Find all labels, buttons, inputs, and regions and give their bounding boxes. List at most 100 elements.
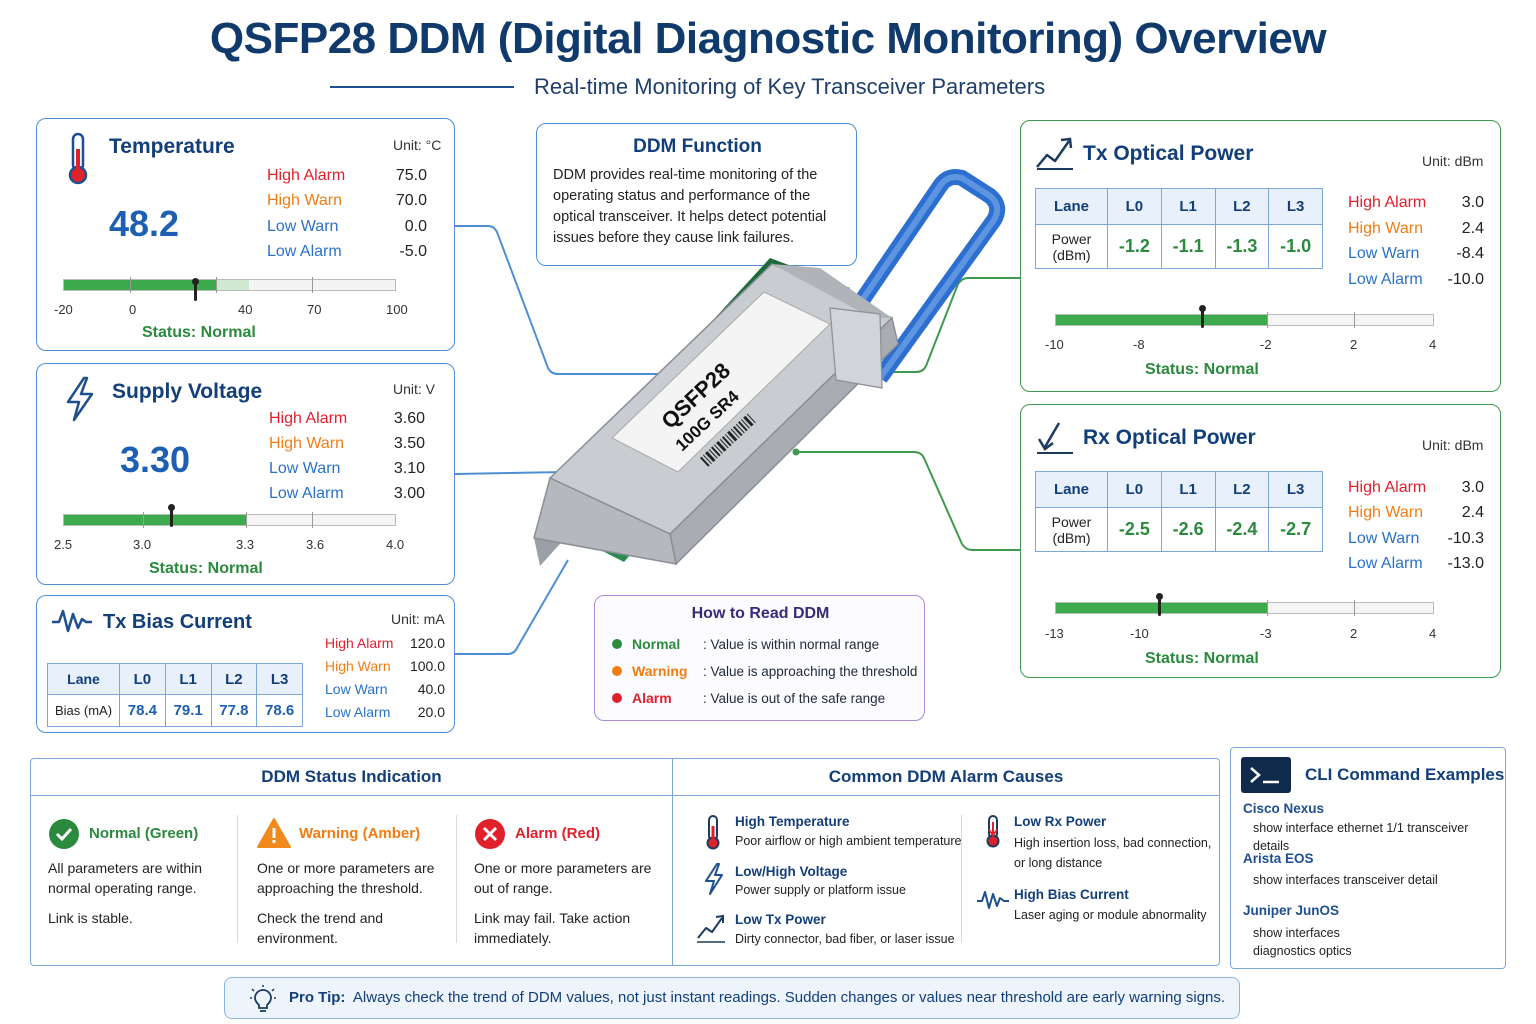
rx-power-table: Lane L0 L1 L2 L3 Power (dBm) -2.5 -2.6 -… — [1035, 471, 1323, 552]
status-indication-title: DDM Status Indication — [261, 767, 442, 786]
voltage-unit: Unit: V — [393, 381, 436, 397]
lightning-icon — [705, 863, 723, 895]
lane-value: -1.2 — [1107, 224, 1162, 269]
table-header: L0 — [1107, 188, 1162, 225]
legend-label: Warning — [632, 663, 688, 679]
lane-value: -1.1 — [1160, 224, 1216, 269]
threshold-value: 100.0 — [409, 658, 445, 674]
page-subtitle: Real-time Monitoring of Key Transceiver … — [534, 74, 1046, 99]
threshold-label: High Alarm — [1348, 194, 1427, 211]
threshold-label: Low Warn — [1348, 245, 1420, 262]
threshold-label: High Warn — [1348, 220, 1423, 237]
cause-title: Low Rx Power — [1014, 814, 1107, 829]
tx-power-status: Status: Normal — [1145, 361, 1259, 378]
voltage-gauge — [63, 512, 396, 528]
pro-tip-text: Pro Tip: Always check the trend of DDM v… — [289, 989, 1225, 1006]
threshold-value: -10.0 — [1447, 271, 1484, 288]
thermometer-icon — [706, 815, 720, 850]
cli-vendor: Cisco Nexus — [1243, 801, 1325, 816]
pro-tip-label: Pro Tip: — [289, 989, 346, 1006]
voltage-status: Status: Normal — [149, 560, 263, 577]
scale-label: 40 — [238, 302, 253, 317]
threshold-value: 40.0 — [417, 681, 445, 697]
rx-power-title: Rx Optical Power — [1083, 426, 1256, 449]
pro-tip-banner: Pro Tip: Always check the trend of DDM v… — [224, 977, 1240, 1019]
lightbulb-icon — [250, 985, 276, 1012]
page-title: QSFP28 DDM (Digital Diagnostic Monitorin… — [209, 14, 1327, 63]
scale-label: 2 — [1350, 337, 1358, 352]
alarm-dot-icon — [612, 693, 622, 703]
lane-value: -2.6 — [1160, 507, 1216, 552]
threshold-label: High Alarm — [267, 167, 346, 184]
threshold-label: Low Alarm — [1348, 555, 1423, 572]
rx-power-card: Rx Optical Power Unit: dBm Lane L0 L1 L2… — [1020, 404, 1501, 678]
threshold-value: -5.0 — [399, 243, 427, 260]
barcode-icon — [700, 413, 756, 467]
x-circle-icon — [475, 819, 505, 849]
lightning-icon — [66, 376, 94, 422]
waveform-icon — [977, 891, 1009, 909]
threshold-value: 3.0 — [1461, 479, 1484, 496]
legend-desc: : Value is within normal range — [703, 637, 880, 652]
scale-label: -2 — [1260, 337, 1272, 352]
lane-value: -1.0 — [1268, 224, 1323, 269]
threshold-value: 3.50 — [393, 435, 425, 452]
check-circle-icon — [49, 819, 79, 849]
cause-desc: Power supply or platform issue — [735, 883, 906, 897]
lane-value: -2.4 — [1214, 507, 1270, 552]
threshold-value: 75.0 — [395, 167, 427, 184]
temperature-value: 48.2 — [109, 203, 180, 244]
scale-label: -13 — [1045, 626, 1064, 641]
bias-title: Tx Bias Current — [103, 611, 252, 633]
cli-title: CLI Command Examples — [1305, 765, 1505, 784]
status-normal-text2: Link is stable. — [48, 910, 133, 926]
tx-power-card: Tx Optical Power Unit: dBm Lane L0 L1 L2… — [1020, 120, 1501, 392]
scale-label: 2.5 — [54, 537, 73, 552]
waveform-icon — [52, 609, 92, 633]
status-alarm-text: One or more parameters are out of range. — [474, 860, 652, 896]
how-to-read-title: How to Read DDM — [691, 605, 830, 622]
temperature-needle — [192, 278, 199, 301]
terminal-icon — [1241, 757, 1291, 793]
threshold-label: Low Warn — [269, 460, 341, 477]
table-header: L1 — [1160, 188, 1216, 225]
tx-power-unit: Unit: dBm — [1422, 153, 1484, 169]
threshold-value: 2.4 — [1461, 504, 1484, 521]
scale-label: 4.0 — [386, 537, 405, 552]
table-header: L3 — [1268, 188, 1323, 225]
threshold-value: 120.0 — [409, 635, 445, 651]
scale-label: 3.0 — [133, 537, 152, 552]
threshold-value: 3.00 — [393, 485, 425, 502]
threshold-label: High Warn — [269, 435, 344, 452]
scale-label: 70 — [307, 302, 322, 317]
threshold-label: High Warn — [1348, 504, 1423, 521]
bias-card: Tx Bias Current Unit: mA Lane L0 L1 L2 L… — [36, 595, 455, 733]
status-alarm-text2: Link may fail. Take action immediately. — [474, 910, 631, 946]
cli-vendor: Arista EOS — [1243, 851, 1314, 866]
scale-label: 100 — [386, 302, 408, 317]
scale-label: -10 — [1045, 337, 1064, 352]
cause-desc: Poor airflow or high ambient temperature — [735, 834, 962, 848]
table-header: L2 — [210, 663, 258, 695]
trend-down-icon — [1037, 422, 1073, 454]
row-label: Power (dBm) — [1035, 224, 1108, 269]
temperature-gauge — [63, 277, 396, 293]
lane-value: 78.4 — [119, 694, 166, 727]
threshold-label: Low Alarm — [1348, 271, 1423, 288]
rx-power-unit: Unit: dBm — [1422, 437, 1484, 453]
cli-card: CLI Command Examples Cisco Nexus show in… — [1230, 747, 1506, 969]
table-header: L0 — [1107, 471, 1162, 508]
threshold-value: 3.60 — [393, 410, 425, 427]
cause-title: High Temperature — [735, 814, 850, 829]
ddm-function-text: DDM provides real-time monitoring of the… — [553, 167, 827, 246]
table-header: L1 — [164, 663, 212, 695]
lane-value: -2.5 — [1107, 507, 1162, 552]
trend-up-icon — [697, 914, 725, 943]
scale-label: 3.6 — [306, 537, 325, 552]
threshold-label: Low Alarm — [267, 243, 342, 260]
thermometer-low-icon — [986, 815, 1000, 848]
cli-vendor: Juniper JunOS — [1243, 903, 1340, 918]
threshold-label: High Warn — [325, 658, 391, 674]
